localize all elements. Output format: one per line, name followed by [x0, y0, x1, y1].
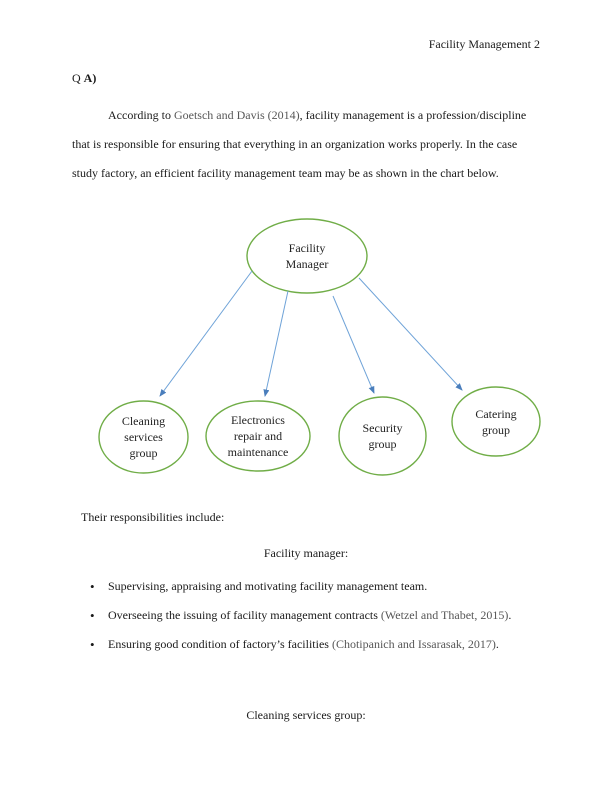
facility-manager-heading: Facility manager: — [263, 546, 349, 560]
bullet-text-end: . — [495, 637, 499, 651]
question-heading: Q A) — [72, 71, 96, 86]
paragraph-line-1: According to Goetsch and Davis (2014), f… — [72, 101, 550, 130]
bullet-text: Overseeing the issuing of facility manag… — [108, 608, 381, 622]
responsibilities-list: Supervising, appraising and motivating f… — [90, 572, 550, 659]
connector-manager-to-security — [332, 295, 375, 394]
paragraph-text: According to — [108, 108, 174, 122]
node-label-facility-manager: Facility Manager — [285, 241, 329, 271]
bullet-text: Ensuring good condition of factory’s fac… — [108, 637, 332, 651]
cleaning-services-heading: Cleaning services group: — [246, 708, 366, 722]
citation-chotipanich-issarasak: (Chotipanich and Issarasak, 2017) — [331, 637, 496, 651]
page-header-running-title: Facility Management 2 — [428, 37, 540, 51]
node-label-cleaning-group: Cleaning services group — [121, 414, 166, 460]
connector-manager-to-cleaning — [159, 270, 253, 397]
paragraph-text: , facility management is a profession/di… — [299, 108, 527, 122]
list-item: Supervising, appraising and motivating f… — [90, 572, 550, 601]
bullet-text-end: . — [508, 608, 512, 622]
connector-manager-to-catering — [358, 277, 463, 391]
question-label: A) — [83, 71, 97, 85]
bullet-text: Supervising, appraising and motivating f… — [108, 579, 428, 593]
intro-paragraph: According to Goetsch and Davis (2014), f… — [72, 101, 550, 188]
node-label-catering-group: Catering group — [475, 406, 517, 437]
paragraph-line-3: study factory, an efficient facility man… — [72, 166, 499, 180]
question-prefix: Q — [72, 71, 84, 85]
responsibilities-intro: Their responsibilities include: — [81, 510, 225, 524]
list-item: Overseeing the issuing of facility manag… — [90, 601, 550, 630]
node-label-electronics-group: Electronics repair and maintenance — [227, 413, 289, 459]
node-label-security-group: Security group — [362, 421, 403, 451]
paragraph-line-2: that is responsible for ensuring that ev… — [72, 137, 518, 151]
citation-wetzel-thabet: (Wetzel and Thabet, 2015) — [380, 608, 509, 622]
connector-manager-to-electronics — [263, 290, 289, 397]
citation-goetsch-davis: Goetsch and Davis (2014) — [173, 108, 300, 122]
list-item: Ensuring good condition of factory’s fac… — [90, 630, 550, 659]
